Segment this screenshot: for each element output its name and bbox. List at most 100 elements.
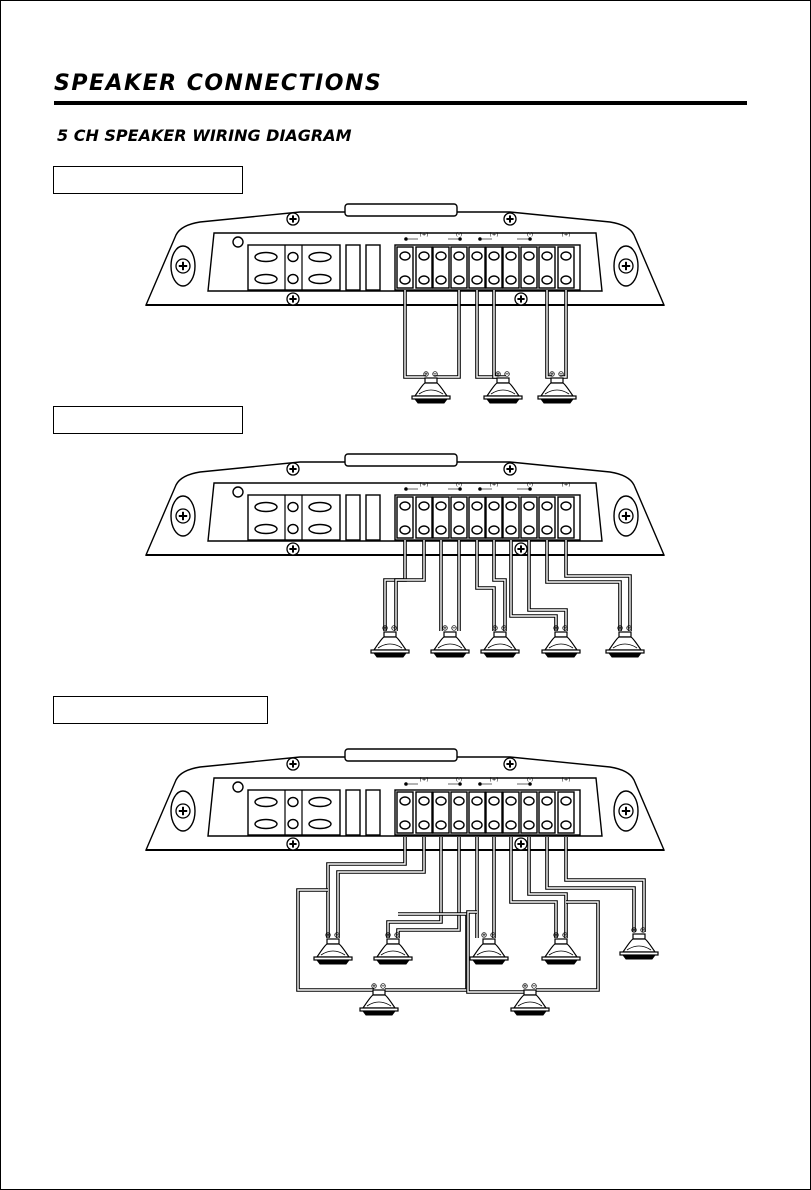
speaker-terminal-7 — [502, 246, 520, 289]
power-terminal-block — [247, 789, 341, 836]
terminal-polarity-label: (-) — [456, 482, 462, 488]
title-rule — [54, 101, 747, 105]
speaker-wire — [386, 837, 443, 938]
amplifier-1: (+)(-)(+)(-)(+) — [144, 203, 666, 306]
amplifier-heatsink-top — [344, 748, 458, 762]
power-terminal-screw-icon — [254, 251, 278, 263]
speaker-d3-3: ⊕⊖ — [469, 931, 509, 965]
terminal-screw-icon — [418, 251, 430, 261]
speaker-terminal-1 — [396, 496, 414, 539]
terminal-screw-icon — [560, 820, 572, 830]
speaker-magnet — [554, 631, 568, 638]
speaker-negative-terminal-icon: ⊖ — [334, 931, 341, 940]
speaker-d2-5: ⊕⊖ — [605, 624, 645, 658]
speaker-positive-terminal-icon: ⊕ — [553, 931, 560, 940]
terminal-screw-icon — [435, 501, 447, 511]
speaker-positive-terminal-icon: ⊕ — [371, 982, 378, 991]
speaker-positive-terminal-icon: ⊕ — [631, 926, 638, 935]
speaker-terminal-5 — [468, 791, 486, 834]
terminal-screw-icon — [418, 501, 430, 511]
terminal-screw-icon — [399, 275, 411, 285]
speaker-magnet — [496, 377, 510, 384]
speaker-cone — [413, 382, 449, 397]
speaker-magnet — [443, 631, 457, 638]
speaker-negative-terminal-icon: ⊖ — [562, 931, 569, 940]
speaker-d1-3: ⊕⊖ — [537, 370, 577, 404]
terminal-screw-icon — [523, 525, 535, 535]
terminal-screw-icon — [471, 251, 483, 261]
speaker-d2-3: ⊕⊖ — [480, 624, 520, 658]
terminal-screw-icon — [505, 251, 517, 261]
power-terminal-screw-icon — [254, 796, 278, 808]
speaker-d1-2: ⊕⊖ — [483, 370, 523, 404]
power-terminal-screw-icon — [254, 273, 278, 285]
speaker-d3-2: ⊕⊖ — [373, 931, 413, 965]
terminal-screw-icon — [505, 525, 517, 535]
speaker-cone — [539, 382, 575, 397]
speaker-negative-terminal-icon: ⊖ — [558, 370, 565, 379]
terminal-screw-icon — [471, 820, 483, 830]
speaker-d2-4: ⊕⊖ — [541, 624, 581, 658]
speaker-cone — [432, 636, 468, 651]
speaker-negative-terminal-icon: ⊖ — [501, 624, 508, 633]
speaker-negative-terminal-icon: ⊖ — [394, 931, 401, 940]
speaker-magnet — [632, 933, 646, 940]
speaker-positive-terminal-icon: ⊕ — [553, 624, 560, 633]
diagram-label-box-3 — [53, 696, 268, 724]
terminal-screw-icon — [418, 796, 430, 806]
power-terminal-screw-icon — [308, 796, 332, 808]
speaker-terminal-4 — [450, 246, 468, 289]
speaker-terminal-10 — [557, 791, 575, 834]
speaker-magnet — [326, 938, 340, 945]
fuse — [345, 244, 361, 291]
speaker-cone — [621, 938, 657, 953]
terminal-screw-icon — [488, 275, 500, 285]
speaker-terminal-10 — [557, 246, 575, 289]
terminal-screw-icon — [505, 275, 517, 285]
speaker-positive-terminal-icon: ⊕ — [549, 370, 556, 379]
terminal-screw-icon — [453, 525, 465, 535]
speaker-magnet — [482, 938, 496, 945]
terminal-screw-icon — [399, 251, 411, 261]
terminal-screw-icon — [523, 820, 535, 830]
speaker-d3-6: ⊕⊖ — [359, 982, 399, 1016]
terminal-screw-icon — [435, 820, 447, 830]
terminal-screw-icon — [399, 820, 411, 830]
terminal-screw-icon — [453, 251, 465, 261]
speaker-terminal-block — [394, 494, 581, 541]
mounting-slot-left — [170, 245, 196, 287]
power-terminal-screw-icon — [308, 501, 332, 513]
speaker-positive-terminal-icon: ⊕ — [325, 931, 332, 940]
speaker-cone — [512, 994, 548, 1009]
power-terminal-screw-icon — [287, 273, 299, 285]
power-terminal-block — [247, 244, 341, 291]
speaker-negative-terminal-icon: ⊖ — [490, 931, 497, 940]
speaker-terminal-1 — [396, 791, 414, 834]
terminal-screw-icon — [435, 251, 447, 261]
speaker-terminal-9 — [538, 791, 556, 834]
terminal-polarity-label: (+) — [562, 777, 571, 783]
terminal-screw-icon — [560, 525, 572, 535]
speaker-negative-terminal-icon: ⊖ — [531, 982, 538, 991]
speaker-terminal-6 — [485, 496, 503, 539]
mounting-slot-right — [613, 495, 639, 537]
speaker-magnet — [618, 631, 632, 638]
speaker-magnet — [523, 989, 537, 996]
speaker-d2-2: ⊕⊖ — [430, 624, 470, 658]
speaker-terminal-6 — [485, 246, 503, 289]
terminal-screw-icon — [488, 820, 500, 830]
power-terminal-block — [247, 494, 341, 541]
speaker-positive-terminal-icon: ⊕ — [481, 931, 488, 940]
terminal-polarity-label: (+) — [420, 482, 429, 488]
speaker-magnet — [372, 989, 386, 996]
power-terminal-screw-icon — [287, 251, 299, 263]
terminal-screw-icon — [453, 820, 465, 830]
terminal-screw-icon — [435, 275, 447, 285]
terminal-screw-icon — [541, 796, 553, 806]
mounting-slot-left — [170, 495, 196, 537]
terminal-screw-icon — [488, 501, 500, 511]
speaker-negative-terminal-icon: ⊖ — [504, 370, 511, 379]
speaker-negative-terminal-icon: ⊖ — [391, 624, 398, 633]
amplifier-heatsink-top — [344, 203, 458, 217]
speaker-cone — [482, 636, 518, 651]
